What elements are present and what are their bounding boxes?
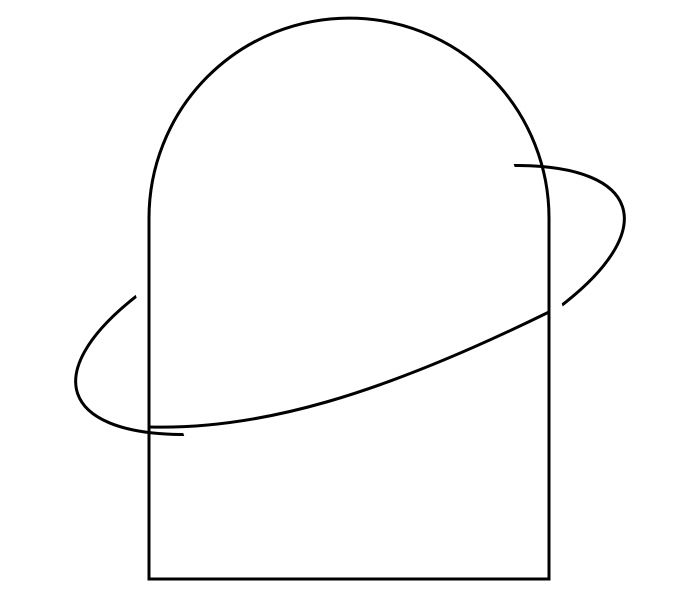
arch-shape	[147, 16, 551, 581]
ring-ellipse-back	[74, 163, 626, 437]
ring-ellipse-front	[148, 310, 550, 429]
